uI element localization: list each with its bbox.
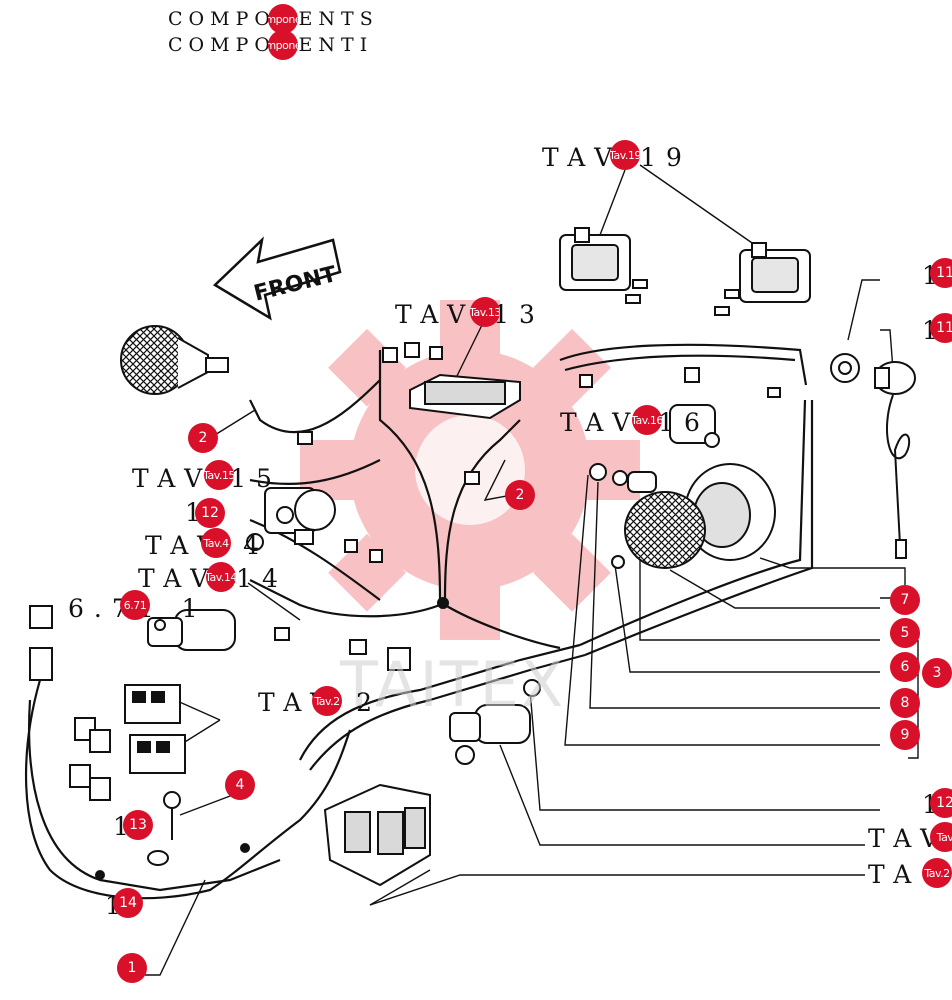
rear-tail-lamp: [624, 463, 776, 569]
switch-block-bottom: [129, 734, 186, 774]
label-tav13: TAV 13: [395, 300, 545, 329]
marker-11a[interactable]: 11: [930, 258, 952, 288]
marker-11b[interactable]: 11: [930, 313, 952, 343]
label-tav15: TAV 15: [132, 464, 282, 493]
switch-block-top: [124, 684, 181, 724]
front-arrow-icon: [212, 236, 342, 321]
label-tav16: TAV 16: [560, 408, 710, 437]
marker-12-right[interactable]: 12: [930, 788, 952, 818]
marker-1[interactable]: 1: [117, 953, 147, 983]
components: [29, 227, 916, 887]
marker-2-harness[interactable]: 2: [505, 480, 535, 510]
harness-junction-2: [95, 870, 105, 880]
marker-tav15[interactable]: Tav.15: [204, 460, 234, 490]
leader-lines: [145, 164, 919, 976]
marker-tav2-fusebox[interactable]: Tav.2: [922, 858, 952, 888]
harness-junction: [437, 597, 449, 609]
marker-9[interactable]: 9: [890, 720, 920, 750]
label-tav2-wiper: TAV: [868, 824, 949, 853]
beacon-unit: [669, 404, 720, 448]
marker-14[interactable]: 14: [113, 888, 143, 918]
marker-12-left[interactable]: 12: [195, 498, 225, 528]
marker-2-lamp[interactable]: 2: [188, 423, 218, 453]
rear-lamp-right: [739, 242, 811, 303]
marker-components-1[interactable]: Componenti: [268, 4, 298, 34]
watermark-text: TAITEX: [340, 648, 566, 721]
harness-junction-3: [240, 843, 250, 853]
marker-components-2[interactable]: Componenti: [268, 30, 298, 60]
label-tav2-fusebox: TA: [868, 860, 922, 889]
header-components-it: COMPONENTI: [168, 34, 373, 56]
marker-7[interactable]: 7: [890, 585, 920, 615]
marker-4[interactable]: 4: [225, 770, 255, 800]
marker-tav13[interactable]: Tav.13: [470, 297, 500, 327]
front-work-lamp: [120, 325, 229, 395]
marker-tav4[interactable]: Tav.4: [201, 528, 231, 558]
marker-tav19[interactable]: Tav.19: [610, 140, 640, 170]
marker-tav16[interactable]: Tav.16: [632, 405, 662, 435]
marker-3[interactable]: 3: [922, 658, 952, 688]
fuse-box: [323, 783, 431, 887]
marker-tav2-switches[interactable]: Tav.2: [312, 686, 342, 716]
control-panel: [382, 342, 521, 420]
marker-8[interactable]: 8: [890, 688, 920, 718]
marker-671[interactable]: 6.71: [120, 590, 150, 620]
marker-tav2-wiper[interactable]: Tav: [930, 822, 952, 852]
alternator: [264, 487, 336, 545]
marker-5[interactable]: 5: [890, 618, 920, 648]
wiper-motor: [449, 704, 531, 765]
marker-6[interactable]: 6: [890, 652, 920, 682]
starter-motor: [147, 609, 236, 651]
marker-13[interactable]: 13: [123, 810, 153, 840]
marker-tav14[interactable]: Tav.14: [206, 562, 236, 592]
rear-lamp-left: [559, 227, 631, 291]
